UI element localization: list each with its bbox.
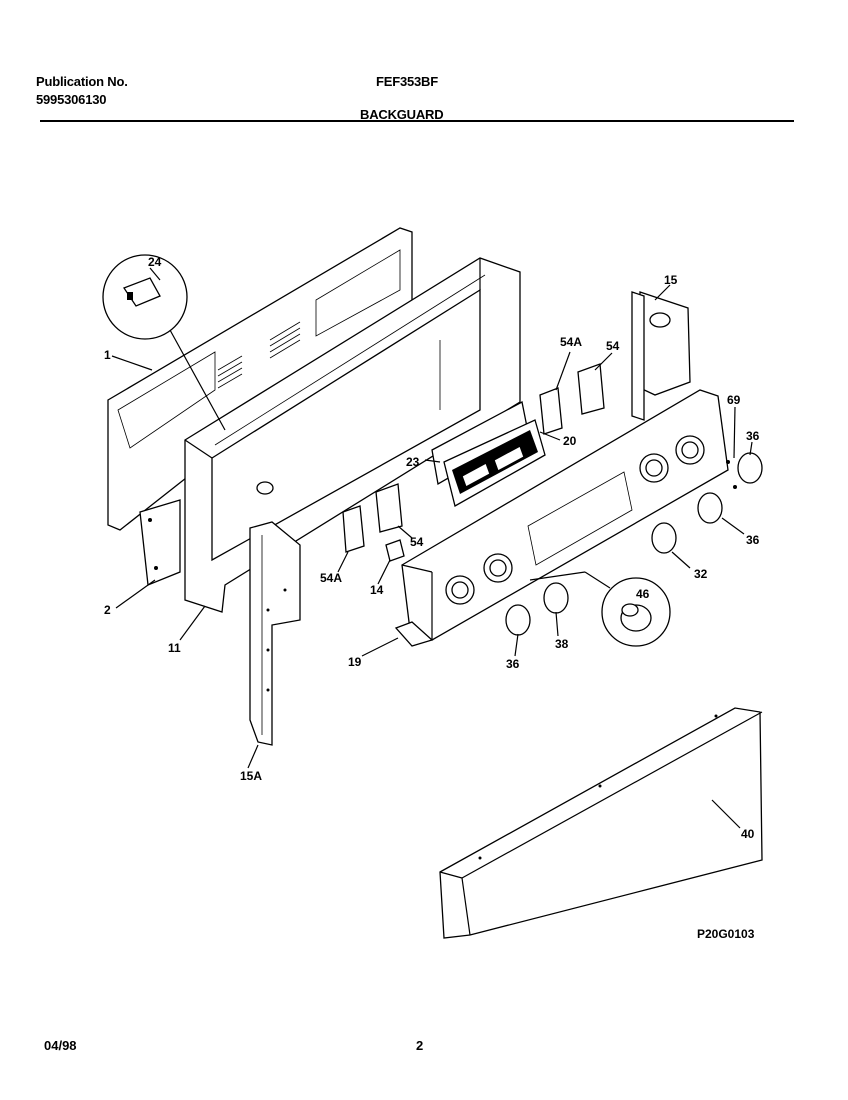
callout-54a-bottom: 54A bbox=[320, 571, 342, 585]
callout-38: 38 bbox=[555, 637, 569, 651]
switches-parts-54 bbox=[342, 363, 605, 562]
callout-23: 23 bbox=[406, 455, 420, 469]
leader-lines bbox=[111, 267, 753, 829]
callout-15: 15 bbox=[664, 273, 678, 287]
callout-40: 40 bbox=[741, 827, 755, 841]
callout-46: 46 bbox=[636, 587, 650, 601]
callout-69: 69 bbox=[727, 393, 741, 407]
callout-2: 2 bbox=[104, 603, 111, 617]
knob-detail-part-46 bbox=[529, 571, 671, 647]
figure-code: P20G0103 bbox=[697, 927, 755, 941]
detail-inset-part-24 bbox=[102, 254, 226, 431]
control-panel-part-19 bbox=[394, 389, 729, 647]
callout-54-bottom: 54 bbox=[410, 535, 424, 549]
side-bracket-part-15a bbox=[249, 521, 301, 746]
callout-32: 32 bbox=[694, 567, 708, 581]
front-trim-part-40 bbox=[439, 707, 763, 939]
callout-labels: 1 2 11 14 15 15A 19 20 23 24 32 36 36 36… bbox=[104, 255, 760, 941]
display-board-parts-20-23 bbox=[431, 401, 546, 507]
callout-20: 20 bbox=[563, 434, 577, 448]
callout-36-top-right: 36 bbox=[746, 429, 760, 443]
control-knobs bbox=[505, 452, 763, 636]
callout-36-bottom: 36 bbox=[506, 657, 520, 671]
header-rule bbox=[40, 120, 794, 122]
callout-54a-top: 54A bbox=[560, 335, 582, 349]
bracket-part-2 bbox=[139, 499, 181, 586]
section-title: BACKGUARD bbox=[360, 107, 444, 122]
callout-24: 24 bbox=[148, 255, 162, 269]
publication-label: Publication No. bbox=[36, 74, 128, 89]
publication-number: 5995306130 bbox=[36, 92, 107, 107]
callout-11: 11 bbox=[168, 641, 181, 655]
page-number: 2 bbox=[416, 1038, 424, 1053]
callout-54-top: 54 bbox=[606, 339, 620, 353]
footer-date: 04/98 bbox=[44, 1038, 77, 1053]
model-number: FEF353BF bbox=[376, 74, 438, 89]
callout-19: 19 bbox=[348, 655, 362, 669]
callout-36-right: 36 bbox=[746, 533, 760, 547]
callout-1: 1 bbox=[104, 348, 111, 362]
callout-14: 14 bbox=[370, 583, 384, 597]
callout-15a: 15A bbox=[240, 769, 262, 783]
side-bracket-part-15 bbox=[631, 291, 691, 421]
